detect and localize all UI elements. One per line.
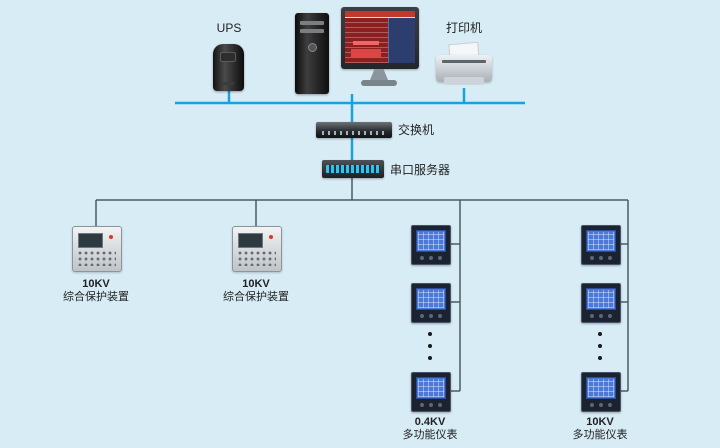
monitor-stand-base <box>361 80 397 86</box>
meter-buttons <box>420 314 424 318</box>
drive-bay <box>300 29 324 33</box>
protection-screen <box>78 233 103 248</box>
printer-tray <box>444 77 484 85</box>
protection2-label: 10KV 综合保护装置 <box>211 278 301 303</box>
monitor <box>341 7 419 69</box>
monitor-screen <box>345 11 415 63</box>
protection-device-1 <box>72 226 122 272</box>
keypad <box>238 251 276 266</box>
meter-screen <box>586 288 616 310</box>
protection-screen <box>238 233 263 248</box>
meter-device <box>411 225 451 265</box>
meters2-label: 10KV 多功能仪表 <box>555 416 645 441</box>
meter-screen <box>416 288 446 310</box>
meter-buttons <box>420 256 424 260</box>
meter-buttons <box>590 256 594 260</box>
serial-server-device <box>322 160 384 178</box>
meter-device <box>581 372 621 412</box>
monitor-stand-neck <box>370 69 388 80</box>
meter-buttons <box>590 403 594 407</box>
meter-buttons <box>420 403 424 407</box>
screen-chart-blocks <box>351 49 381 57</box>
keypad <box>78 251 116 266</box>
meter-device <box>411 372 451 412</box>
ellipsis-dots <box>598 332 602 368</box>
ups-label: UPS <box>216 21 242 35</box>
meters2-name: 多功能仪表 <box>572 428 628 441</box>
ellipsis-dots <box>428 332 432 368</box>
protection1-label: 10KV 综合保护装置 <box>51 278 141 303</box>
network-switch-device <box>316 122 392 138</box>
serial-server-label: 串口服务器 <box>390 163 451 177</box>
meter-screen <box>416 377 446 399</box>
meters1-name: 多功能仪表 <box>402 428 458 441</box>
screen-side-panel <box>388 11 415 63</box>
status-led <box>109 235 113 239</box>
printer-label: 打印机 <box>445 21 482 35</box>
serial-ports <box>326 165 380 173</box>
meter-screen <box>586 377 616 399</box>
meters2-voltage: 10KV <box>586 416 614 428</box>
meter-screen <box>416 230 446 252</box>
drive-bay <box>300 21 324 25</box>
protection1-name: 综合保护装置 <box>63 290 129 303</box>
protection2-name: 综合保护装置 <box>223 290 289 303</box>
pc-tower <box>295 13 329 94</box>
ups-device <box>213 44 244 91</box>
meter-device <box>581 283 621 323</box>
protection-device-2 <box>232 226 282 272</box>
meter-screen <box>586 230 616 252</box>
status-led <box>269 235 273 239</box>
meters1-label: 0.4KV 多功能仪表 <box>385 416 475 441</box>
meters1-voltage: 0.4KV <box>414 416 446 428</box>
power-button-detail <box>308 43 317 52</box>
meter-buttons <box>590 314 594 318</box>
meter-device <box>411 283 451 323</box>
screen-title-bar <box>345 11 415 18</box>
protection1-voltage: 10KV <box>82 278 110 290</box>
switch-label: 交换机 <box>398 123 435 137</box>
meter-device <box>581 225 621 265</box>
protection2-voltage: 10KV <box>242 278 270 290</box>
